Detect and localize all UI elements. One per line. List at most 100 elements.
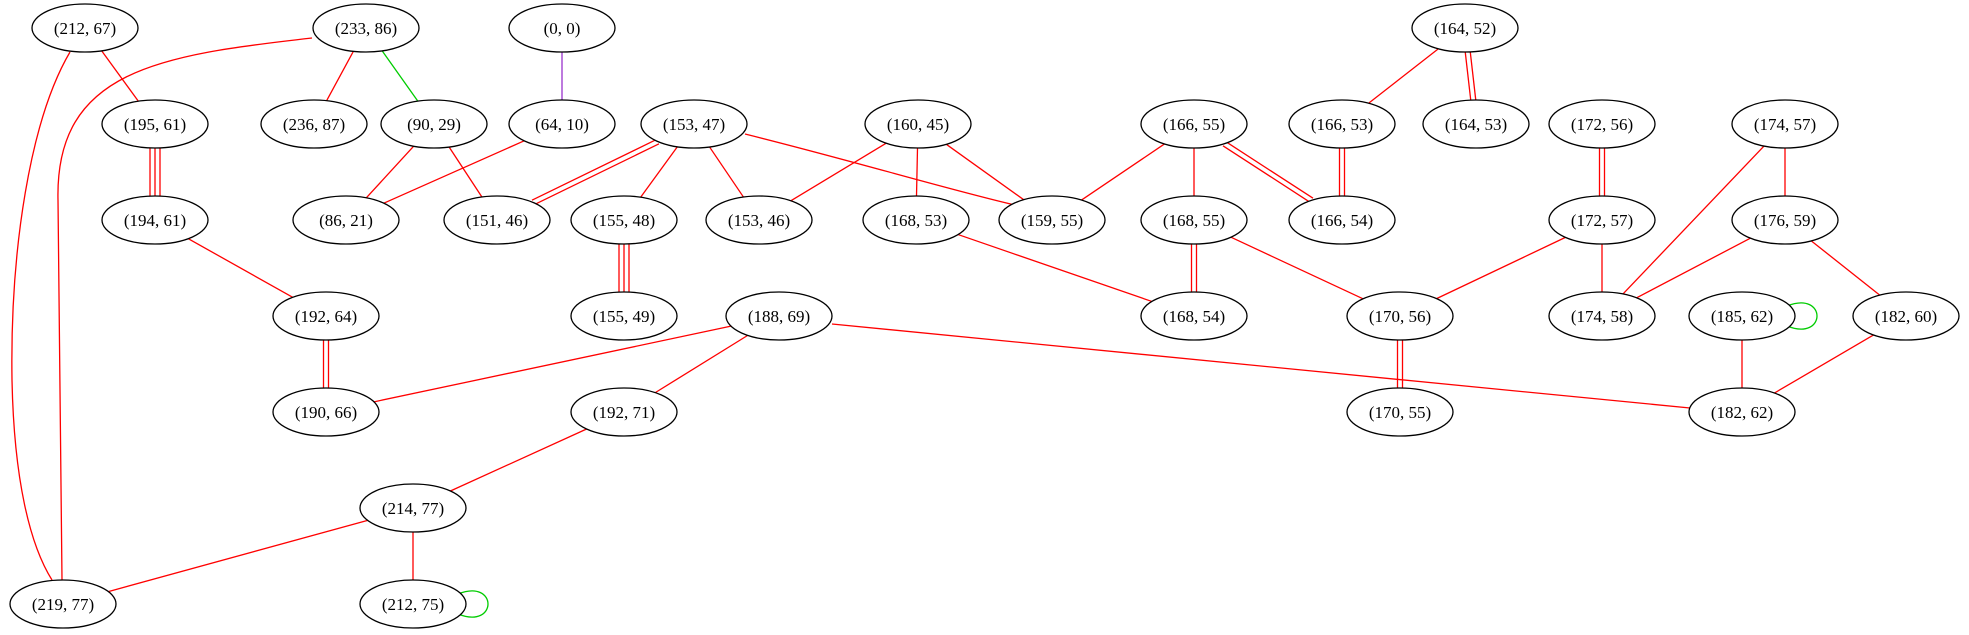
graph-node[interactable]: (151, 46) <box>443 195 551 245</box>
graph-node[interactable]: (153, 46) <box>705 195 813 245</box>
node-label: (90, 29) <box>407 115 461 134</box>
edge <box>57 37 313 581</box>
node-label: (212, 67) <box>54 19 116 38</box>
node-label: (172, 56) <box>1571 115 1633 134</box>
edge <box>1622 145 1765 295</box>
graph-node[interactable]: (164, 53) <box>1422 99 1530 149</box>
node-ellipse <box>1731 99 1839 149</box>
graph-node[interactable]: (212, 67) <box>31 3 139 53</box>
node-label: (160, 45) <box>887 115 949 134</box>
graph-node[interactable]: (160, 45) <box>864 99 972 149</box>
graph-node[interactable]: (233, 86) <box>312 3 420 53</box>
node-label: (190, 66) <box>295 403 357 422</box>
graph-node[interactable]: (219, 77) <box>9 579 117 629</box>
graph-node[interactable]: (166, 55) <box>1140 99 1248 149</box>
edge <box>326 50 354 102</box>
edge-line <box>957 233 1153 303</box>
node-ellipse <box>1688 291 1796 341</box>
node-ellipse <box>640 99 748 149</box>
edge-line <box>381 50 419 102</box>
graph-node[interactable]: (90, 29) <box>380 99 488 149</box>
graph-node[interactable]: (166, 54) <box>1288 195 1396 245</box>
edge-line <box>640 146 678 198</box>
edge <box>381 50 419 102</box>
edge-line <box>1368 48 1439 104</box>
graph-node[interactable]: (182, 60) <box>1852 291 1960 341</box>
edge-line <box>790 142 887 202</box>
graph-node[interactable]: (190, 66) <box>272 387 380 437</box>
node-ellipse <box>705 195 813 245</box>
edge <box>1396 340 1404 388</box>
node-label: (233, 86) <box>335 19 397 38</box>
graph-node[interactable]: (168, 53) <box>862 195 970 245</box>
graph-node[interactable]: (172, 57) <box>1548 195 1656 245</box>
node-ellipse <box>272 387 380 437</box>
edge-line <box>373 325 732 403</box>
edge <box>11 51 71 581</box>
node-label: (185, 62) <box>1711 307 1773 326</box>
node-label: (153, 47) <box>663 115 725 134</box>
node-label: (212, 75) <box>382 595 444 614</box>
graph-node[interactable]: (166, 53) <box>1288 99 1396 149</box>
graph-node[interactable]: (86, 21) <box>292 195 400 245</box>
node-ellipse <box>292 195 400 245</box>
graph-node[interactable]: (170, 55) <box>1346 387 1454 437</box>
graph-node[interactable]: (185, 62) <box>1688 291 1796 341</box>
edge-line <box>101 50 139 102</box>
graph-node[interactable]: (214, 77) <box>359 483 467 533</box>
edge-line <box>1081 143 1165 201</box>
graph-node[interactable]: (194, 61) <box>101 195 209 245</box>
graph-node[interactable]: (64, 10) <box>508 99 616 149</box>
node-label: (174, 57) <box>1754 115 1816 134</box>
node-label: (176, 59) <box>1754 211 1816 230</box>
edge <box>1636 237 1751 299</box>
graph-node[interactable]: (164, 52) <box>1411 3 1519 53</box>
edge-line <box>744 133 1016 206</box>
graph-node[interactable]: (174, 57) <box>1731 99 1839 149</box>
node-ellipse <box>1548 195 1656 245</box>
edge-line <box>915 147 919 197</box>
node-ellipse <box>359 579 467 629</box>
edge <box>654 334 749 394</box>
graph-node[interactable]: (192, 64) <box>272 291 380 341</box>
graph-node[interactable]: (212, 75) <box>359 579 467 629</box>
graph-node[interactable]: (195, 61) <box>101 99 209 149</box>
graph-node[interactable]: (155, 49) <box>570 291 678 341</box>
node-ellipse <box>260 99 368 149</box>
graph-node[interactable]: (188, 69) <box>725 291 833 341</box>
edge-line <box>187 238 294 298</box>
graph-node[interactable]: (0, 0) <box>508 3 616 53</box>
graph-node[interactable]: (155, 48) <box>570 195 678 245</box>
node-ellipse <box>443 195 551 245</box>
graph-node[interactable]: (192, 71) <box>570 387 678 437</box>
node-label: (166, 53) <box>1311 115 1373 134</box>
node-ellipse <box>1548 291 1656 341</box>
edge <box>187 238 294 298</box>
edge <box>383 140 525 204</box>
node-label: (153, 46) <box>728 211 790 230</box>
graph-node[interactable]: (170, 56) <box>1346 291 1454 341</box>
edge-layer <box>11 37 1881 618</box>
node-label: (168, 53) <box>885 211 947 230</box>
edge <box>1598 148 1606 196</box>
edge <box>531 138 660 206</box>
graph-node[interactable]: (236, 87) <box>260 99 368 149</box>
node-label: (86, 21) <box>319 211 373 230</box>
graph-node[interactable]: (174, 58) <box>1548 291 1656 341</box>
edge <box>744 133 1016 206</box>
node-ellipse <box>725 291 833 341</box>
graph-node[interactable]: (168, 55) <box>1140 195 1248 245</box>
graph-node[interactable]: (176, 59) <box>1731 195 1839 245</box>
node-label: (192, 71) <box>593 403 655 422</box>
edge-line <box>708 146 745 198</box>
edge-line <box>1636 237 1751 299</box>
node-label: (164, 53) <box>1445 115 1507 134</box>
graph-node[interactable]: (172, 56) <box>1548 99 1656 149</box>
graph-node[interactable]: (182, 62) <box>1688 387 1796 437</box>
graph-node[interactable]: (168, 54) <box>1140 291 1248 341</box>
graph-node[interactable]: (153, 47) <box>640 99 748 149</box>
graph-node[interactable]: (159, 55) <box>998 195 1106 245</box>
edge <box>101 50 139 102</box>
edge-line <box>1810 240 1881 296</box>
